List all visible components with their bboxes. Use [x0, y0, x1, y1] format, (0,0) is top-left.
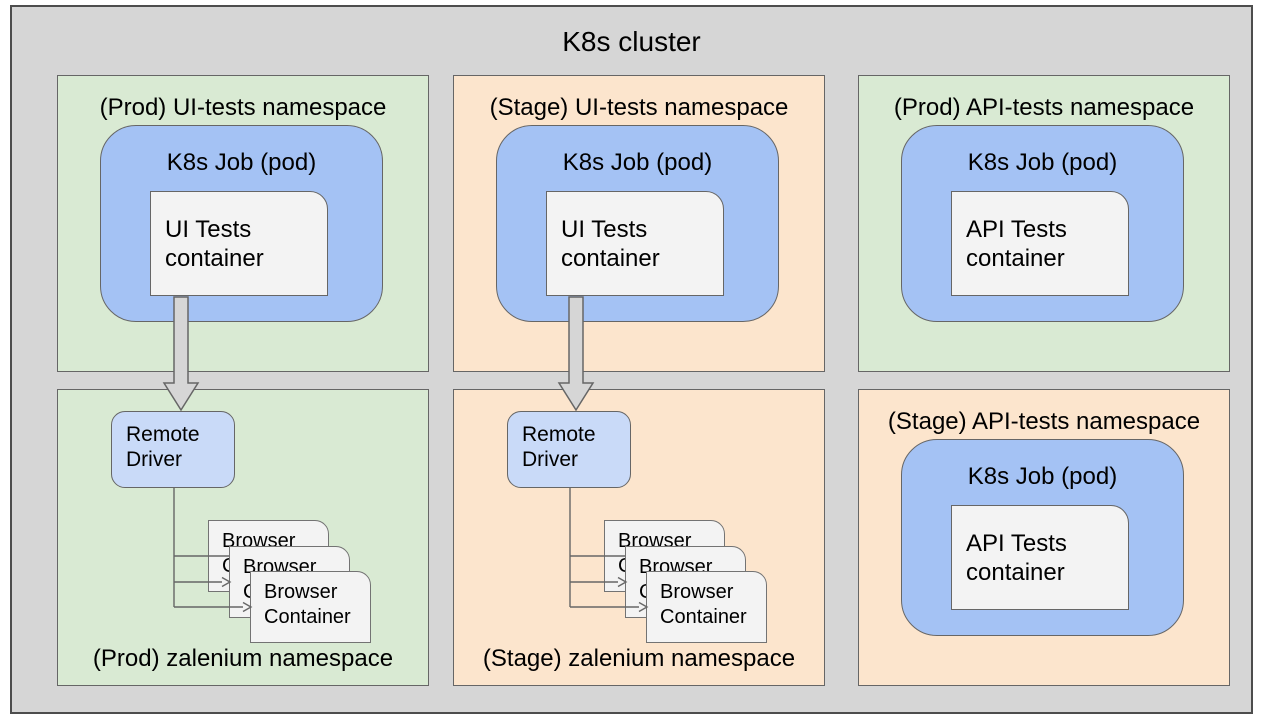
namespace-prod-zalenium: Remote Driver Browser Container Browser …	[57, 389, 429, 686]
namespace-stage-ui-tests: (Stage) UI-tests namespace K8s Job (pod)…	[453, 75, 825, 372]
remote-driver-label-line: Remote	[522, 423, 596, 446]
k8s-job-label: K8s Job (pod)	[562, 149, 713, 176]
container-label-line: API Tests	[966, 529, 1067, 557]
api-tests-container-box: API Tests container	[951, 505, 1129, 610]
namespace-title: (Prod) API-tests namespace	[893, 94, 1195, 121]
browser-container-card: Browser Container	[250, 571, 371, 643]
remote-driver-box: Remote Driver	[111, 411, 235, 488]
container-label-line: container	[165, 244, 264, 272]
browser-container-card: Browser Container	[646, 571, 767, 643]
namespace-title: (Stage) zalenium namespace	[482, 645, 796, 672]
k8s-cluster-box: K8s cluster (Prod) UI-tests namespace K8…	[10, 5, 1253, 714]
card-label-line: Browser	[264, 581, 338, 603]
ui-tests-container-box: UI Tests container	[150, 191, 328, 296]
remote-driver-label-line: Driver	[126, 448, 182, 471]
k8s-job-label: K8s Job (pod)	[967, 463, 1118, 490]
api-tests-container-box: API Tests container	[951, 191, 1129, 296]
cluster-title: K8s cluster	[562, 26, 701, 57]
ui-tests-container-box: UI Tests container	[546, 191, 724, 296]
card-label-line: Browser	[660, 581, 734, 603]
k8s-job-pod-box: K8s Job (pod) UI Tests container	[496, 125, 779, 322]
remote-driver-box: Remote Driver	[507, 411, 631, 488]
container-label-line: UI Tests	[165, 215, 252, 243]
namespace-title: (Stage) API-tests namespace	[887, 408, 1201, 435]
container-label-line: UI Tests	[561, 215, 648, 243]
namespace-stage-zalenium: Remote Driver Browser Container Browser …	[453, 389, 825, 686]
namespace-title: (Prod) zalenium namespace	[92, 645, 394, 672]
container-label-line: API Tests	[966, 215, 1067, 243]
k8s-job-pod-box: K8s Job (pod) UI Tests container	[100, 125, 383, 322]
container-label-line: container	[966, 244, 1065, 272]
remote-driver-label-line: Remote	[126, 423, 200, 446]
namespace-prod-api-tests: (Prod) API-tests namespace K8s Job (pod)…	[858, 75, 1230, 372]
namespace-prod-ui-tests: (Prod) UI-tests namespace K8s Job (pod) …	[57, 75, 429, 372]
namespace-title: (Prod) UI-tests namespace	[99, 94, 387, 121]
card-label-line: Container	[264, 606, 351, 628]
k8s-job-label: K8s Job (pod)	[166, 149, 317, 176]
k8s-job-label: K8s Job (pod)	[967, 149, 1118, 176]
namespace-stage-api-tests: (Stage) API-tests namespace K8s Job (pod…	[858, 389, 1230, 686]
k8s-job-pod-box: K8s Job (pod) API Tests container	[901, 439, 1184, 636]
container-label-line: container	[561, 244, 660, 272]
remote-driver-label-line: Driver	[522, 448, 578, 471]
card-label-line: Container	[660, 606, 747, 628]
k8s-job-pod-box: K8s Job (pod) API Tests container	[901, 125, 1184, 322]
container-label-line: container	[966, 558, 1065, 586]
namespace-title: (Stage) UI-tests namespace	[489, 94, 789, 121]
